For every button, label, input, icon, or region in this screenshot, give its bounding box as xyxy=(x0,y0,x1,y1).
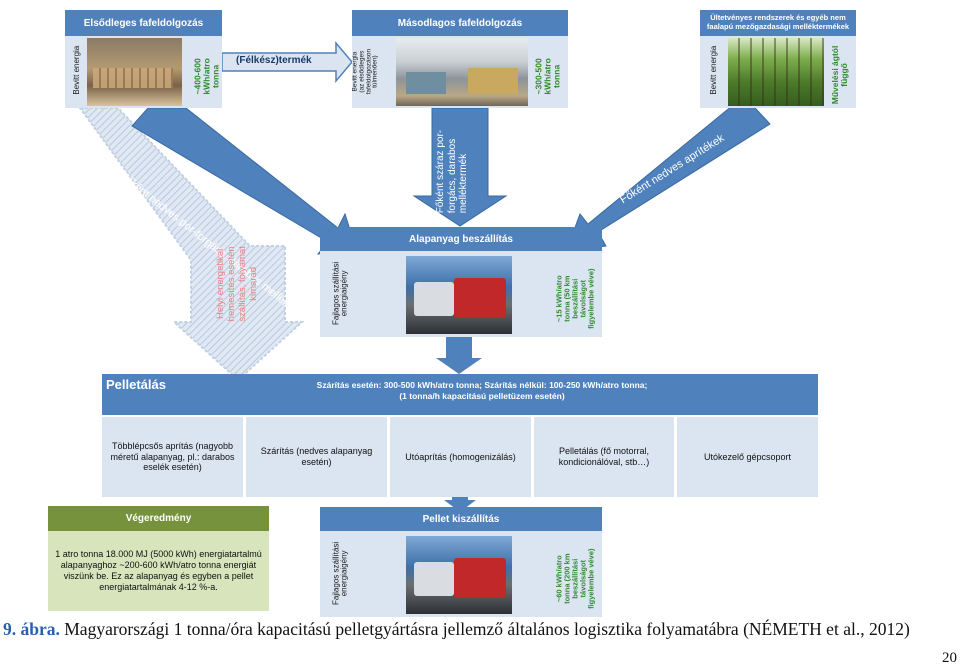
truck-photo-delivery xyxy=(406,536,512,614)
pelleting-subtitle: Szárítás esetén: 300-500 kWh/atro tonna;… xyxy=(316,380,648,402)
pellet-delivery-value: ~60 kWh/atro tonna (200 km beszállítási … xyxy=(554,548,595,609)
primary-title: Elsődleges fafeldolgozás xyxy=(83,17,204,29)
plantation-panel: Bevitt energia Művelési ágtól függő xyxy=(700,36,856,108)
end-product-text: 1 atro tonna 18.000 MJ (5000 kWh) energi… xyxy=(55,549,262,592)
raw-supply-value: ~15 kWh/atro tonna (50 km beszállítási t… xyxy=(554,268,595,329)
sawmill-photo xyxy=(87,38,182,106)
plantation-title: Ültetvényes rendszerek és egyéb nem faal… xyxy=(706,13,850,31)
plantation-photo xyxy=(728,38,824,106)
pellet-delivery-panel: Fajlagos szállítási energiaigény ~60 kWh… xyxy=(320,531,602,617)
figure-caption: 9. ábra. Magyarországi 1 tonna/óra kapac… xyxy=(3,619,910,640)
figure-caption-label: 9. ábra. xyxy=(3,619,60,639)
primary-value: ~400-600 kWh/atro tonna xyxy=(192,58,221,95)
end-product-header: Végeredmény xyxy=(48,506,269,531)
secondary-title: Másodlagos fafeldolgozás xyxy=(397,17,523,29)
dry-chips-arrow xyxy=(412,107,508,227)
secondary-panel: Bevitt energia (az elsődleges fafeldolgo… xyxy=(351,36,568,108)
pelleting-step-2: Szárítás (nedves alapanyag esetén) xyxy=(246,417,387,497)
pelleting-step-4: Pelletálás (fő motorral, kondicionálóval… xyxy=(534,417,674,497)
pelleting-step-3: Utóaprítás (homogenizálás) xyxy=(390,417,531,497)
dry-chips-label: Főként száraz por- forgács, darabos mell… xyxy=(434,129,469,214)
raw-supply-title: Alapanyag beszállítás xyxy=(409,233,513,245)
semi-product-arrow xyxy=(221,40,353,84)
pellet-delivery-header: Pellet kiszállítás xyxy=(320,507,602,531)
pelleting-header: Pelletálás Szárítás esetén: 300-500 kWh/… xyxy=(102,374,818,415)
pellet-delivery-transport-label: Fajlagos szállítási energiaigény xyxy=(331,541,349,605)
secondary-energy-label: Bevitt energia (az elsődleges fafeldolgo… xyxy=(351,48,379,95)
secondary-value: ~300-500 kWh/atro tonna xyxy=(533,58,562,95)
plantation-energy-label: Bevitt energia xyxy=(708,45,718,95)
truck-photo-supply xyxy=(406,256,512,334)
secondary-header: Másodlagos fafeldolgozás xyxy=(352,10,568,36)
local-energy-label: Helyi energetikai hemesítés esetén száll… xyxy=(215,246,259,322)
primary-header: Elsődleges fafeldolgozás xyxy=(65,10,222,36)
end-product-panel: 1 atro tonna 18.000 MJ (5000 kWh) energi… xyxy=(48,531,269,611)
raw-supply-panel: Fajlagos szállítási energiaigény ~15 kWh… xyxy=(320,251,602,337)
plantation-value: Művelési ágtól függő xyxy=(830,45,849,105)
plantation-header: Ültetvényes rendszerek és egyéb nem faal… xyxy=(700,10,856,36)
end-product-title: Végeredmény xyxy=(125,513,192,524)
pelleting-step-5: Utókezelő gépcsoport xyxy=(677,417,818,497)
pelleting-step-1: Többlépcsős aprítás (nagyobb méretű alap… xyxy=(102,417,243,497)
local-energy-arrow xyxy=(78,107,305,382)
supply-to-pellet-arrow xyxy=(436,336,482,374)
primary-panel: Bevitt energia ~400-600 kWh/atro tonna xyxy=(65,36,222,108)
primary-energy-label: Bevitt energia xyxy=(71,45,81,95)
factory-photo xyxy=(396,38,528,106)
raw-supply-transport-label: Fajlagos szállítási energiaigény xyxy=(331,261,349,325)
raw-supply-header: Alapanyag beszállítás xyxy=(320,227,602,251)
semi-product-label: (Félkész)termék xyxy=(236,55,312,66)
pelleting-title: Pelletálás xyxy=(106,377,166,392)
page-number: 20 xyxy=(942,650,957,666)
pellet-delivery-title: Pellet kiszállítás xyxy=(422,513,500,525)
figure-caption-text: Magyarországi 1 tonna/óra kapacitású pel… xyxy=(59,619,910,639)
